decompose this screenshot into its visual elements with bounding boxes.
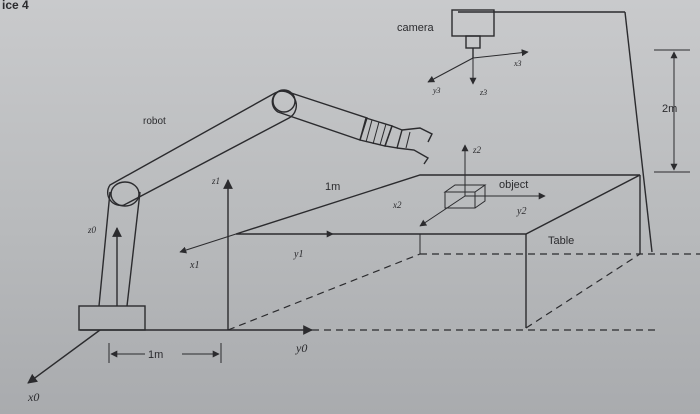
base-offset-dimension <box>108 343 222 363</box>
table-width-label: 1m <box>325 181 340 193</box>
table-label: Table <box>548 235 574 247</box>
object-frame-axes <box>419 144 546 227</box>
object-label: object <box>499 179 528 191</box>
base-frame-axes <box>27 227 660 384</box>
header-fragment: ice 4 <box>2 0 29 12</box>
object-y2-label: y2 <box>516 206 526 217</box>
base-z0-label: z0 <box>87 225 97 235</box>
base-x0-label: x0 <box>27 390 39 404</box>
object-x2-label: x2 <box>392 200 402 210</box>
room-boundary <box>458 11 653 253</box>
robot-gripper <box>396 127 433 165</box>
frame1-z1-label: z1 <box>211 176 220 186</box>
frame1-axes <box>179 179 334 330</box>
camera-label: camera <box>397 22 435 34</box>
height-dimension-label: 2m <box>662 103 677 115</box>
base-y0-label: y0 <box>295 341 307 355</box>
height-dimension <box>654 49 690 173</box>
frame1-y1-label: y1 <box>293 249 303 260</box>
robot-arm <box>78 89 433 331</box>
camera-z3-label: z3 <box>479 88 487 97</box>
robot-label: robot <box>143 116 166 127</box>
object-z2-label: z2 <box>472 145 482 155</box>
camera-y3-label: y3 <box>432 86 441 95</box>
camera-body <box>451 9 495 58</box>
camera-frame-axes <box>427 49 529 85</box>
camera-x3-label: x3 <box>513 59 522 68</box>
frame1-x1-label: x1 <box>189 260 199 271</box>
base-offset-label: 1m <box>148 349 163 361</box>
